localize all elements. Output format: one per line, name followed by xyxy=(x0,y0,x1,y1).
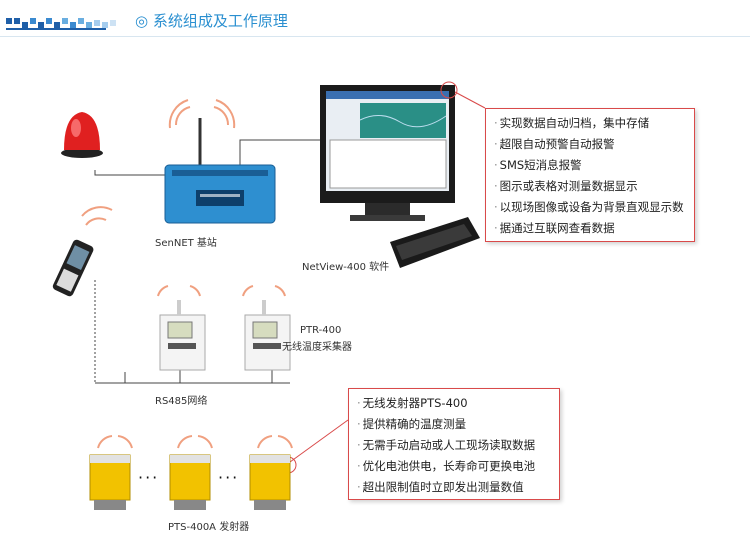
feature-item: 无需手动启动或人工现场读取数据 xyxy=(357,435,551,456)
transmitter-label: PTS-400A 发射器 xyxy=(168,518,249,533)
feature-item: 提供精确的温度测量 xyxy=(357,414,551,435)
feature-item: 超限自动预警自动报警 xyxy=(494,134,686,155)
temperature-collector-device xyxy=(245,300,290,370)
base-station-device xyxy=(165,118,275,223)
feature-item: 图示或表格对测量数据显示 xyxy=(494,176,686,197)
software-label: NetView-400 软件 xyxy=(302,258,389,273)
keyboard-icon xyxy=(390,217,480,268)
temperature-collector-device xyxy=(160,300,205,370)
feature-item: 以现场图像或设备为背景直观显示数 xyxy=(494,197,686,218)
feature-item: SMS短消息报警 xyxy=(494,155,686,176)
feature-item: 实现数据自动归档，集中存储 xyxy=(494,113,686,134)
network-label: RS485网络 xyxy=(155,392,207,407)
wireless-arcs-icon xyxy=(82,207,112,225)
collector-name-label: 无线温度采集器 xyxy=(282,338,352,353)
transmitter-device xyxy=(250,455,290,510)
feature-item: 无线发射器PTS-400 xyxy=(357,393,551,414)
software-features-callout: 实现数据自动归档，集中存储 超限自动预警自动报警 SMS短消息报警 图示或表格对… xyxy=(485,108,695,242)
ellipsis-1: ··· xyxy=(138,468,159,487)
monitor-icon xyxy=(320,85,455,221)
transmitter-device xyxy=(90,455,130,510)
transmitter-device xyxy=(170,455,210,510)
base-station-label: SenNET 基站 xyxy=(155,234,217,249)
collector-model-label: PTR-400 xyxy=(300,325,341,336)
mobile-phone-icon xyxy=(52,238,95,297)
wireless-arcs-icon xyxy=(158,286,285,296)
wireless-arcs-icon xyxy=(170,100,234,128)
alarm-light-icon xyxy=(61,112,103,158)
feature-item: 据通过互联网查看数据 xyxy=(494,218,686,239)
feature-item: 超出限制值时立即发出测量数值 xyxy=(357,477,551,498)
feature-item: 优化电池供电，长寿命可更换电池 xyxy=(357,456,551,477)
wireless-arcs-icon xyxy=(98,436,292,448)
transmitter-features-callout: 无线发射器PTS-400 提供精确的温度测量 无需手动启动或人工现场读取数据 优… xyxy=(348,388,560,500)
ellipsis-2: ··· xyxy=(218,468,239,487)
